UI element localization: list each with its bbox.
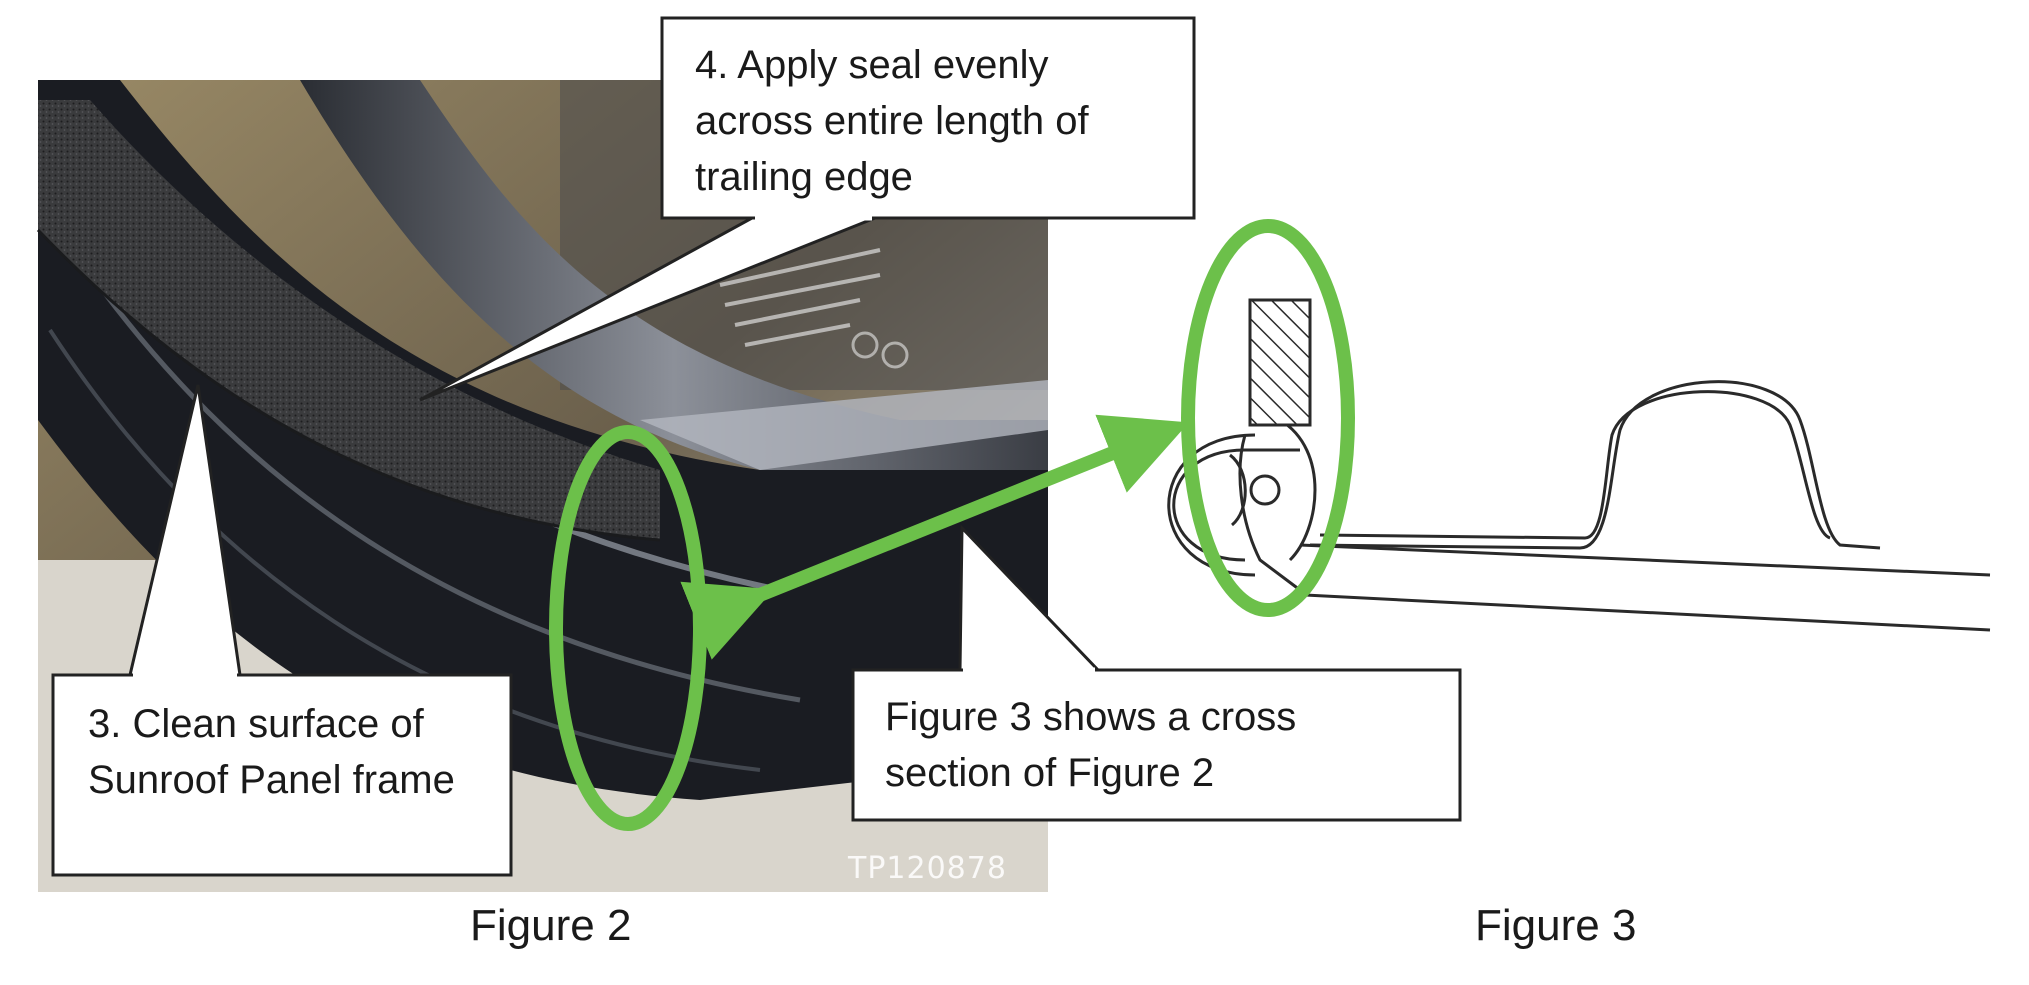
foam-seal [38, 100, 660, 540]
cross-section-line-1: Figure 3 shows a cross [885, 695, 1296, 739]
figure-2-caption: Figure 2 [470, 901, 631, 950]
cross-section-line-2: section of Figure 2 [885, 751, 1214, 795]
hatched-seal-section [1248, 298, 1312, 427]
step4-line-2: across entire length of [695, 99, 1089, 143]
figure-3-cross-section [1167, 298, 1991, 632]
callout-step4 [419, 16, 1196, 402]
figure-3-caption: Figure 3 [1475, 901, 1636, 950]
step3-line-1: 3. Clean surface of [88, 702, 425, 746]
step4-line-3: trailing edge [695, 155, 913, 199]
step3-line-2: Sunroof Panel frame [88, 758, 455, 802]
step4-line-1: 4. Apply seal evenly [695, 43, 1049, 87]
photo-watermark: TP120878 [847, 851, 1007, 886]
double-headed-arrow-icon [680, 414, 1189, 660]
callout-cross-section [851, 524, 1462, 822]
callout-step3 [51, 384, 513, 877]
